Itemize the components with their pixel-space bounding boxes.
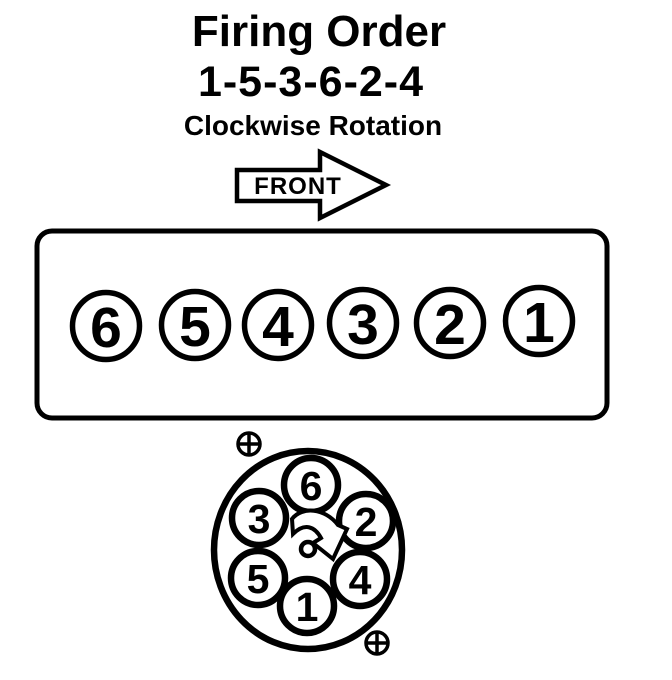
page-title: Firing Order (192, 7, 446, 56)
distributor-terminal-circle (329, 548, 391, 610)
cylinder-circle (413, 286, 487, 360)
distributor-terminal-number: 2 (355, 499, 378, 545)
distributor-terminal-number: 3 (248, 496, 271, 542)
cylinder-circle (158, 288, 232, 362)
engine-block: 6 5 4 3 2 1 (34, 228, 610, 421)
rotation-direction-label: Clockwise Rotation (184, 110, 442, 141)
cylinder-number: 1 (523, 291, 555, 355)
distributor-terminal-circle (227, 547, 289, 609)
cylinder-number: 3 (347, 293, 379, 357)
distributor-cap: 6 2 4 1 5 3 (210, 447, 406, 653)
cylinder-number: 4 (262, 295, 294, 359)
distributor-terminal-circle (228, 487, 290, 549)
cylinder-number: 5 (179, 295, 211, 359)
clockwise-rotation-icon (289, 508, 350, 563)
distributor-terminal-circle (335, 490, 397, 552)
distributor-bolt-top (236, 431, 262, 457)
distributor-terminal-number: 5 (247, 556, 270, 602)
distributor-terminal-number: 4 (349, 557, 372, 603)
cylinder-circle (326, 286, 400, 360)
cylinder-circle (241, 288, 315, 362)
firing-order-sequence: 1-5-3-6-2-4 (198, 58, 424, 106)
cylinder-circle (502, 284, 576, 358)
distributor-shaft-center (298, 539, 318, 559)
front-direction-arrow: FRONT (234, 148, 392, 222)
cylinder-circle (69, 289, 143, 363)
engine-block-outline (34, 228, 610, 421)
distributor-terminal-number: 6 (300, 463, 323, 509)
cylinder-number: 2 (434, 293, 466, 357)
distributor-bolt-bottom (364, 630, 390, 656)
distributor-terminal-circle (276, 575, 338, 637)
front-arrow-label: FRONT (254, 173, 342, 200)
right-arrow-icon (234, 148, 392, 222)
distributor-terminal-number: 1 (296, 584, 319, 630)
cylinder-number: 6 (90, 296, 122, 360)
